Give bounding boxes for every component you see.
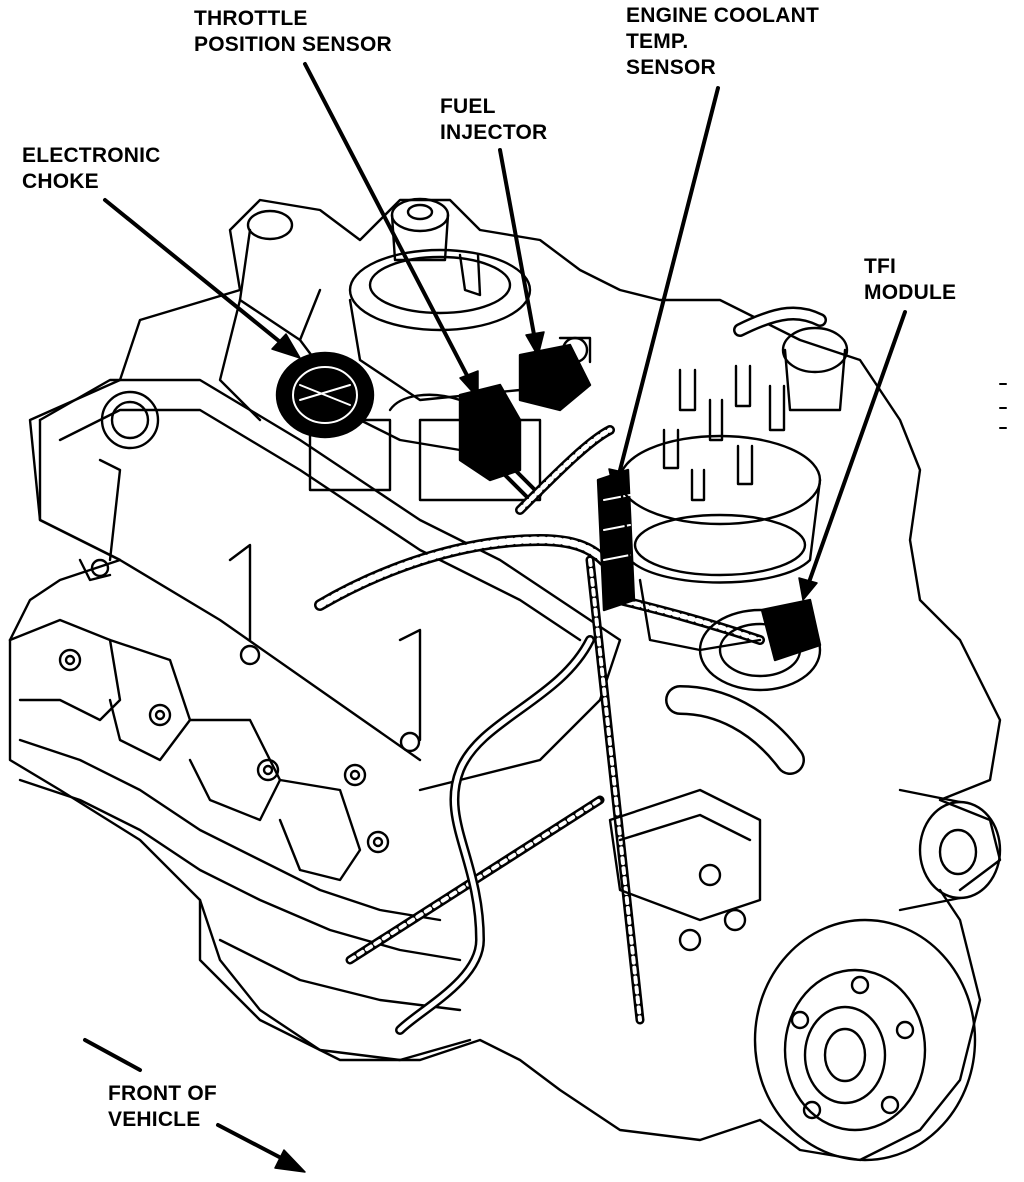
throttle-position-sensor-label: THROTTLE POSITION SENSOR <box>194 7 392 56</box>
oil-pan <box>198 898 472 1062</box>
valve-cover <box>38 378 622 792</box>
water-pump <box>608 788 762 952</box>
exhaust-manifold <box>8 618 462 962</box>
crank-pulley <box>753 918 977 1162</box>
drive-flange <box>898 788 1002 912</box>
leader-arrows <box>83 62 907 1173</box>
electronic-choke <box>275 351 375 439</box>
engine-coolant-temp-sensor-leader <box>616 86 720 480</box>
distributor-cap <box>618 364 822 652</box>
front-of-vehicle-label: FRONT OF VEHICLE <box>108 1082 217 1131</box>
fuel-injector-label: FUEL INJECTOR <box>440 95 548 144</box>
fuel-injector-leader <box>498 148 537 342</box>
tfi-module <box>698 598 822 692</box>
tfi-module-label: TFI MODULE <box>864 255 957 304</box>
throttle-position-sensor-leader <box>303 62 474 387</box>
engine-coolant-temp-sensor-label: ENGINE COOLANT TEMP. SENSOR <box>626 4 819 79</box>
tfi-module-leader <box>806 310 907 587</box>
electronic-choke-leader <box>103 198 292 352</box>
front-of-vehicle-arrow <box>216 1123 287 1162</box>
margin-ticks <box>999 383 1007 429</box>
radiator-hose <box>665 306 849 775</box>
wiring-harness <box>314 393 765 1025</box>
electronic-choke-label: ELECTRONIC CHOKE <box>22 144 161 193</box>
engine-block-outline <box>8 198 1002 1162</box>
fuel-injector <box>518 336 592 412</box>
dipstick-tube <box>395 635 595 1035</box>
front-of-vehicle-arrow-tail <box>83 1038 142 1072</box>
